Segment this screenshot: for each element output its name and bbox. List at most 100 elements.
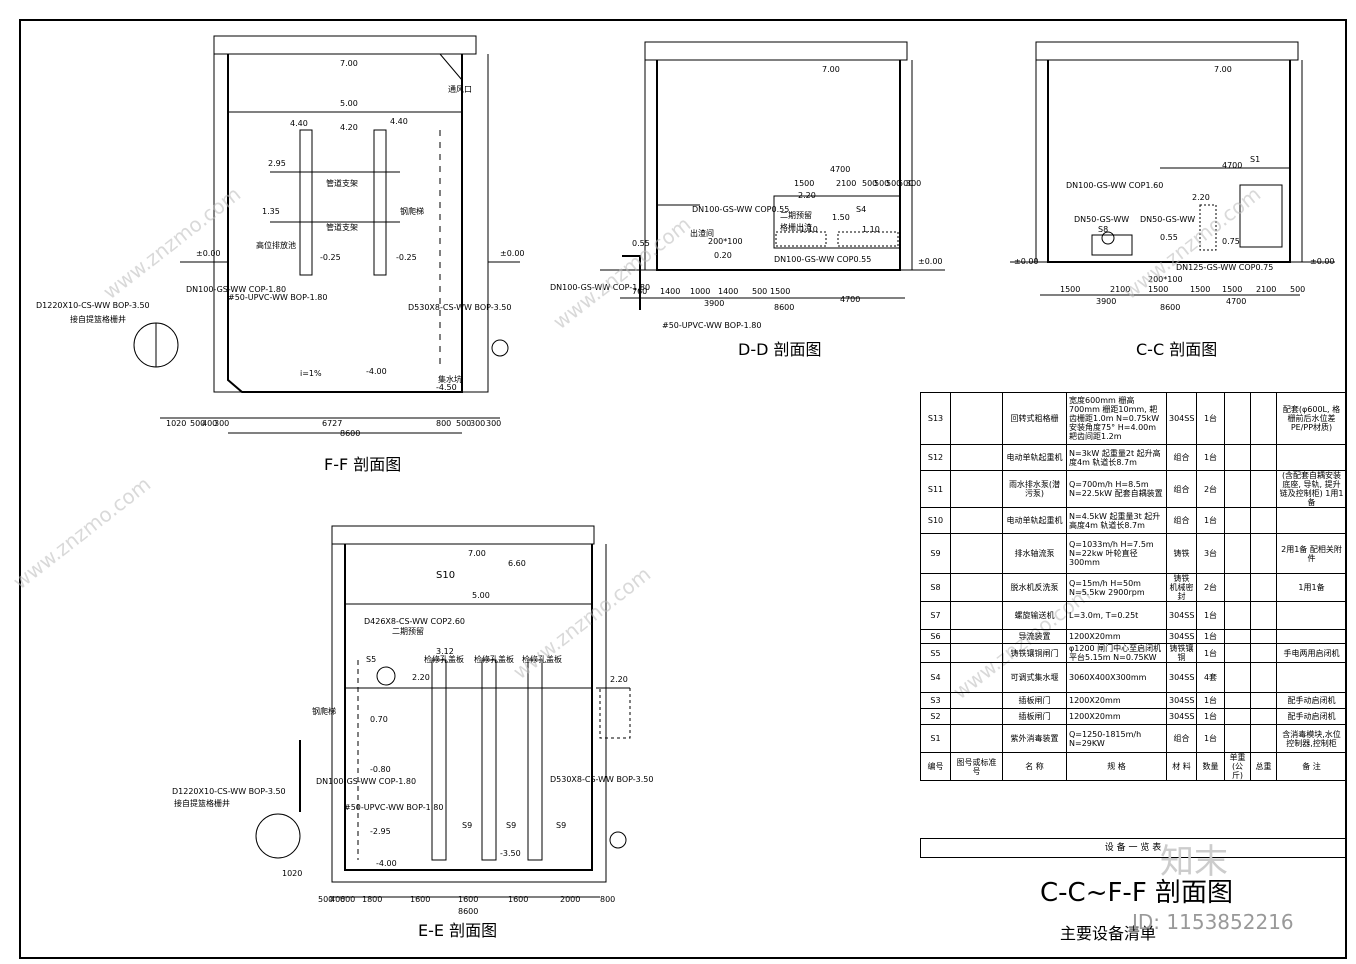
equipment-material: 304SS: [1166, 392, 1197, 445]
dd-dim-8: 760: [632, 287, 647, 296]
equipment-header-cell: 备 注: [1276, 752, 1347, 781]
dd-label-2: 格栅出渣: [780, 222, 812, 232]
cc-dim-5: 1500: [1222, 285, 1242, 294]
equipment-std: [950, 601, 1003, 630]
dd-dim-10: 1000: [690, 287, 710, 296]
equipment-material: 铸铁: [1166, 533, 1197, 574]
equipment-material: 304SS: [1166, 692, 1197, 709]
ee-elev-8: -2.95: [370, 827, 391, 836]
equipment-qty: 1台: [1196, 708, 1225, 725]
ee-pipe-5: D530X8-CS-WW BOP-3.50: [550, 775, 653, 784]
cc-pipe-3: DN125-GS-WW COP0.75: [1176, 263, 1273, 272]
ee-pipe-2: 接自提篮格栅井: [174, 798, 230, 808]
ff-dim-2: 400: [202, 419, 217, 428]
dd-dim-14: 3900: [704, 299, 724, 308]
section-cc: 7.00 2.20 0.55 0.75 ±0.00 ±0.00 S1 S8 DN…: [1010, 41, 1335, 359]
equipment-unit-weight: [1224, 692, 1251, 709]
ff-title: F-F 剖面图: [324, 455, 401, 474]
equipment-note: [1276, 629, 1347, 644]
dd-dim-12: 500: [752, 287, 767, 296]
ff-pipe-5: i=1%: [300, 369, 322, 378]
equipment-spec: Q=700m/h H=8.5m N=22.5kW 配套自耦装置: [1066, 470, 1167, 508]
dd-pipe-1: 200*100: [708, 237, 743, 246]
equipment-qty: 4套: [1196, 662, 1225, 693]
watermark-2: www.znzmo.com: [8, 472, 155, 594]
equipment-code: S5: [920, 643, 951, 663]
equipment-material: 铸铁 机械密封: [1166, 573, 1197, 602]
equipment-spec: Q=1250-1815m/h N=29KW: [1066, 724, 1167, 753]
ff-pipe-6: 集水坑: [438, 374, 462, 384]
ee-pipe-0: D426X8-CS-WW COP2.60: [364, 617, 465, 626]
equipment-total-weight: [1250, 444, 1277, 471]
equipment-std: [950, 533, 1003, 574]
dd-dim-6: 500: [898, 179, 913, 188]
ff-dim-9: 8600: [340, 429, 360, 438]
ee-title: E-E 剖面图: [418, 921, 497, 940]
equipment-std: [950, 629, 1003, 644]
ee-label-2: S9: [462, 821, 472, 830]
equipment-name: 插板闸门: [1002, 692, 1067, 709]
equipment-code: S4: [920, 662, 951, 693]
equipment-name: 回转式粗格栅: [1002, 392, 1067, 445]
equipment-qty: 2台: [1196, 573, 1225, 602]
dd-elev-0: 7.00: [822, 65, 840, 74]
equipment-code: S9: [920, 533, 951, 574]
cc-elev-5: ±0.00: [1310, 257, 1335, 266]
equipment-header-cell: 图号或标准号: [950, 752, 1003, 781]
equipment-name: 紫外消毒装置: [1002, 724, 1067, 753]
equipment-header-cell: 材 料: [1166, 752, 1197, 781]
dd-dim-15: 8600: [774, 303, 794, 312]
equipment-std: [950, 470, 1003, 508]
dd-dim-13: 1500: [770, 287, 790, 296]
cc-dim-0: 4700: [1222, 161, 1242, 170]
equipment-std: [950, 643, 1003, 663]
cc-dim-3: 1500: [1148, 285, 1168, 294]
equipment-note: 手电两用启闭机: [1276, 643, 1347, 663]
dd-elev-7: ±0.00: [918, 257, 943, 266]
ff-dim-7: 300: [470, 419, 485, 428]
dd-label-3: 出渣间: [690, 228, 714, 238]
equipment-code: S3: [920, 692, 951, 709]
ee-dim-6: 1600: [458, 895, 478, 904]
ff-dim-3: 300: [214, 419, 229, 428]
equipment-total-weight: [1250, 601, 1277, 630]
equipment-qty: 2台: [1196, 470, 1225, 508]
cc-title: C-C 剖面图: [1136, 340, 1217, 359]
ee-pipe-3: DN100-GS-WW COP-1.80: [316, 777, 416, 786]
equipment-note: [1276, 662, 1347, 693]
equipment-spec: Q=15m/h H=50m N=5.5kw 2900rpm: [1066, 573, 1167, 602]
dd-dim-16: 4700: [840, 295, 860, 304]
equipment-unit-weight: [1224, 470, 1251, 508]
dd-dim-3: 500: [862, 179, 877, 188]
ff-dim-4: 6727: [322, 419, 342, 428]
equipment-total-weight: [1250, 573, 1277, 602]
ee-dim-7: 1600: [508, 895, 528, 904]
equipment-spec: 1200X20mm: [1066, 708, 1167, 725]
equipment-spec: 1200X20mm: [1066, 692, 1167, 709]
cc-pipe-2: DN50-GS-WW: [1140, 215, 1195, 224]
dd-dim-11: 1400: [718, 287, 738, 296]
equipment-spec: φ1200 闸门中心至启闭机平台5.15m N=0.75KW: [1066, 643, 1167, 663]
equipment-name: 导流装置: [1002, 629, 1067, 644]
equipment-name: 电动单轨起重机: [1002, 444, 1067, 471]
equipment-material: 304SS: [1166, 708, 1197, 725]
ff-dim-6: 500: [456, 419, 471, 428]
equipment-spec: N=3kW 起重量2t 起升高度4m 轨道长8.7m: [1066, 444, 1167, 471]
equipment-total-weight: [1250, 692, 1277, 709]
cc-elev-4: ±0.00: [1014, 257, 1039, 266]
equipment-header-cell: 编号: [920, 752, 951, 781]
cc-dim-7: 500: [1290, 285, 1305, 294]
equipment-total-weight: [1250, 533, 1277, 574]
equipment-material: 组合: [1166, 444, 1197, 471]
ee-elev-9: -4.00: [376, 859, 397, 868]
ff-label-4: 通风口: [448, 84, 472, 94]
equipment-material: 组合: [1166, 507, 1197, 534]
dd-dim-9: 1400: [660, 287, 680, 296]
ee-label-1: S5: [366, 655, 376, 664]
ee-elev-4: 2.20: [412, 673, 430, 682]
ee-elev-5: 2.20: [610, 675, 628, 684]
